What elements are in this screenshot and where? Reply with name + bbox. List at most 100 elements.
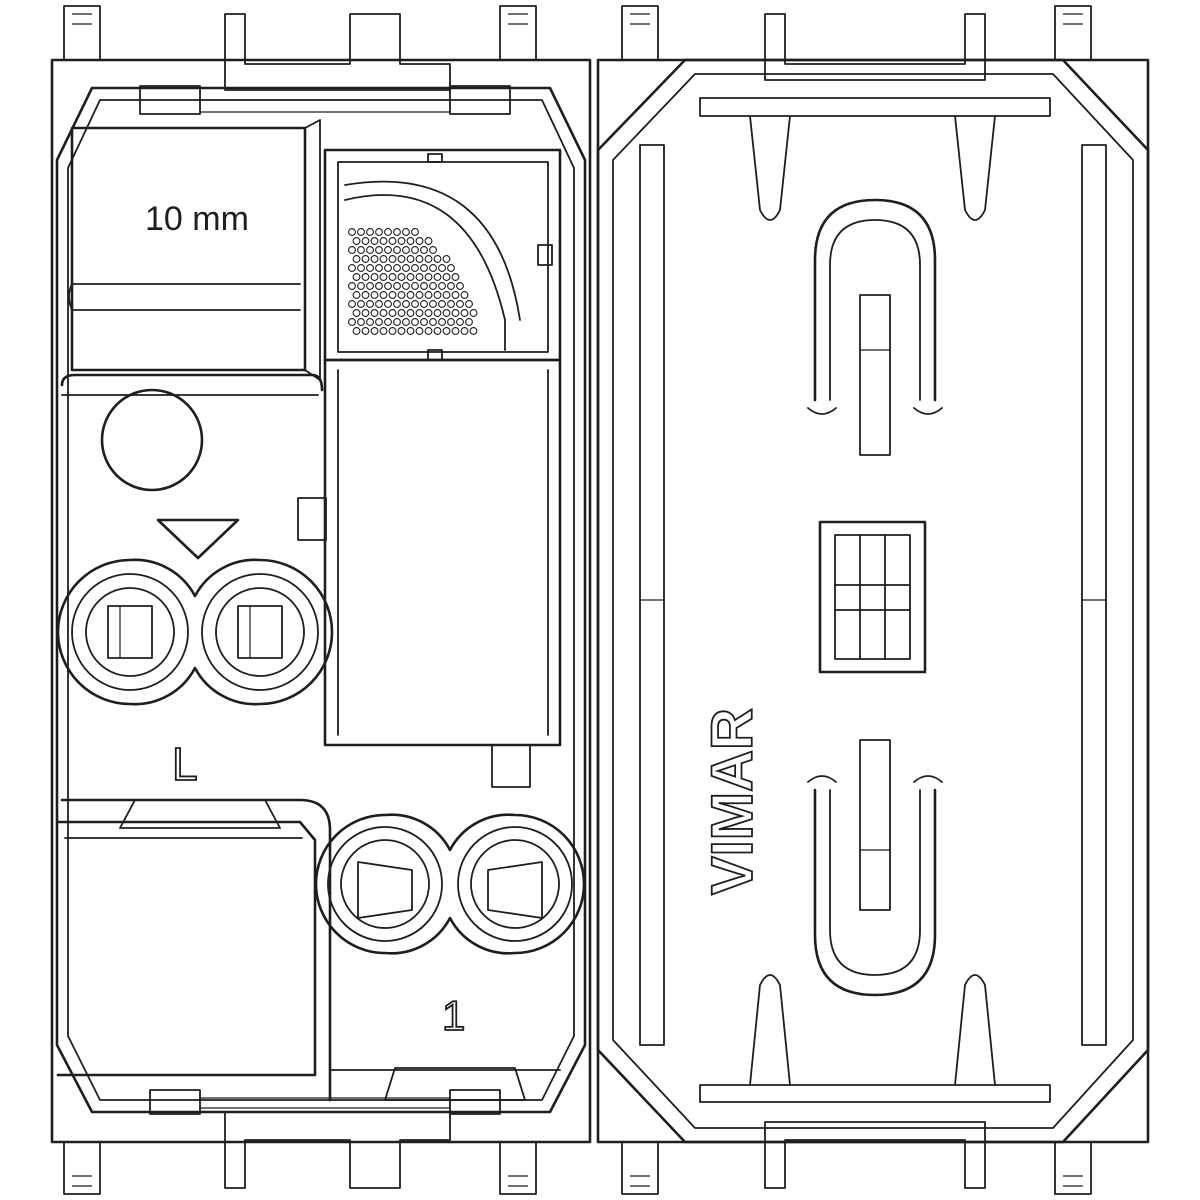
sensor-grille-hole [424,327,433,335]
sensor-grille-hole [357,264,365,272]
sensor-grille-hole [352,327,361,335]
right-top-rail [699,97,1051,117]
sensor-grille-hole [406,309,415,317]
sensor-grille-hole [442,255,451,263]
right-side-rail-left [639,144,665,1046]
sensor-top-notch [427,153,443,163]
sensor-grille-hole [352,273,361,281]
left-module-rim [55,86,587,1114]
bottom-latch [224,1111,451,1189]
sensor-side-notch [537,244,553,266]
sensor-grille-hole [370,255,379,263]
strip-gauge-side [304,119,321,381]
sensor-grille-hole [366,300,374,308]
terminal-l-ring-1 [71,573,189,691]
left-module: 10 mm [50,5,592,1195]
relay-housing [323,358,562,747]
lower-plunger [859,739,891,911]
sensor-grille-hole [397,273,406,281]
right-bottom-rail [699,1084,1051,1103]
sensor-grille [348,228,478,335]
left-bottom-clips [63,1089,537,1195]
terminal-l-label: L [172,738,198,790]
sensor-grille-hole [469,327,478,335]
sensor-grille-hole [379,327,388,335]
sensor-arc [344,194,506,351]
sensor-grille-hole [393,264,401,272]
sensor-grille-hole [379,273,388,281]
sensor-grille-hole [433,327,442,335]
sensor-grille-hole [348,264,356,272]
bottom-latch-left-tab [149,1089,201,1115]
left-top-clips [63,5,537,115]
strip-gauge-slot [68,283,301,311]
sensor-grille-hole [375,246,383,254]
sensor-grille-hole [442,309,451,317]
sensor-grille-hole [393,282,401,290]
terminal-l-housing [56,558,334,706]
right-module: VIMAR [596,5,1150,1195]
clip-top-left-ribs [72,13,92,25]
sensor-grille-hole [420,300,428,308]
sensor-grille-hole [370,237,379,245]
right-clip-top-ribs [630,13,1083,25]
strip-gauge-block [70,126,307,372]
sensor-grille-hole [456,282,464,290]
sensor-grille-hole [442,273,451,281]
sensor-grille-hole [388,291,397,299]
sensor-grille-hole [429,300,437,308]
terminal-1-ring-2 [457,826,573,942]
sensor-grille-hole [429,282,437,290]
sensor-grille-hole [348,228,356,236]
lower-left-block [56,820,317,1077]
sensor-grille-hole [352,255,361,263]
sensor-grille-hole [447,318,455,326]
terminal-1-screw-2 [487,861,543,919]
sensor-grille-hole [447,300,455,308]
sensor-grille-hole [384,228,392,236]
sensor-grille-hole [384,264,392,272]
sensor-grille-hole [366,264,374,272]
terminal-arrow-marker [156,518,240,560]
sensor-grille-hole [393,246,401,254]
terminal-l-hole-1 [85,587,175,677]
sensor-grille-hole [465,300,473,308]
right-top-latch [764,13,986,81]
terminal-l-screw-2 [237,605,283,659]
left-module-outline [50,58,592,1144]
sensor-grille-hole [384,246,392,254]
clip-top-left [63,5,101,61]
lower-left-clamp [119,799,281,829]
terminal-l-ring-2 [201,573,319,691]
sensor-grille-hole [406,237,415,245]
right-top-spring-right [954,115,996,221]
sensor-grille-hole [415,291,424,299]
sensor-grille-hole [402,318,410,326]
sensor-grille-hole [438,282,446,290]
clip-top-right-ribs [508,13,528,25]
sensor-grille-hole [415,327,424,335]
upper-u-spring-feet [807,407,943,415]
terminal-l-hole-2 [215,587,305,677]
sensor-grille-hole [397,291,406,299]
sensor-grille-hole [388,273,397,281]
sensor-grille-hole [433,255,442,263]
sensor-grille-hole [375,264,383,272]
sensor-grille-hole [402,246,410,254]
sensor-grille-hole [406,327,415,335]
sensor-grille-hole [366,318,374,326]
sensor-grille-hole [420,264,428,272]
sensor-grille-hole [375,228,383,236]
sensor-grille-hole [357,246,365,254]
terminal-1-ring-1 [327,826,443,942]
terminal-l-slots [119,606,251,658]
sensor-grille-hole [411,264,419,272]
sensor-grille-hole [402,264,410,272]
sensor-grille-hole [357,318,365,326]
sensor-grille-hole [424,255,433,263]
sensor-grille-hole [361,291,370,299]
sensor-grille-hole [379,237,388,245]
sensor-grille-hole [447,264,455,272]
sensor-grille-hole [420,246,428,254]
right-clip-bottom-ribs [630,1175,1083,1187]
